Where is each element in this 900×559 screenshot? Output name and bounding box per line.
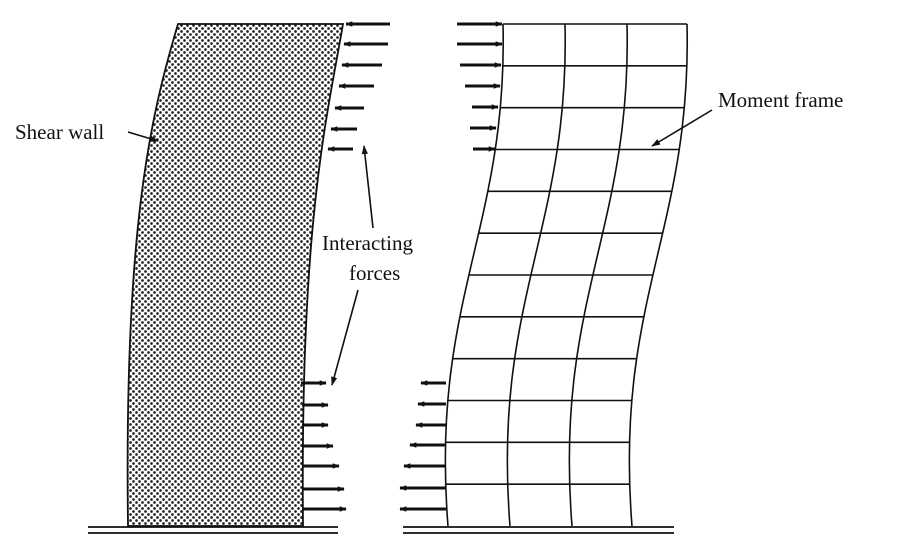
interacting-forces-label-line2: forces	[349, 261, 400, 285]
wall-forces-upper	[327, 21, 390, 152]
frame-column	[628, 23, 689, 527]
frame-forces-lower	[399, 380, 446, 512]
frame-column	[568, 23, 629, 527]
frame-column	[444, 23, 505, 527]
interacting-forces-label-line1: Interacting	[322, 231, 413, 255]
frame-beams	[445, 23, 687, 486]
moment-frame	[444, 23, 689, 527]
shear-wall-leader	[127, 131, 159, 142]
frame-forces-upper	[457, 21, 503, 152]
moment-frame-leader	[651, 109, 713, 147]
ground-right	[403, 526, 674, 534]
moment-frame-label: Moment frame	[718, 88, 843, 112]
interacting-leader-up	[361, 145, 374, 229]
wall-forces-lower	[301, 380, 347, 512]
ground-left	[88, 526, 338, 534]
interacting-leader-down	[331, 289, 359, 386]
shear-wall-label: Shear wall	[15, 120, 104, 144]
shear-wall	[126, 23, 345, 527]
frame-column	[506, 23, 567, 527]
